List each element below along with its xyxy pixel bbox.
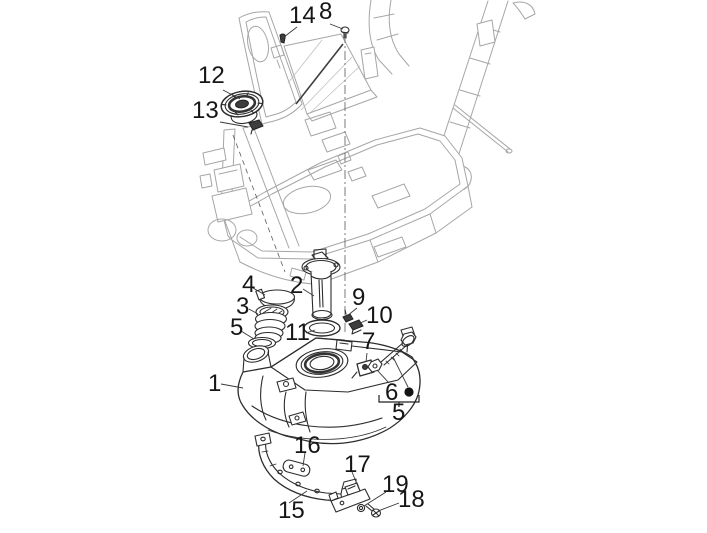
part-label-8: 8 [319,0,333,25]
part-19-washer [357,504,364,511]
part-label-12: 12 [198,62,225,89]
frame-shield-panel [239,12,302,124]
part-8-screw [341,27,349,38]
scooter-frame-linework [200,0,535,284]
part-2-fuel-sender [302,249,340,320]
leader-lines [220,24,414,511]
part-9-clip [343,310,353,322]
part-label-7: 7 [362,328,376,355]
part-bolt-and-nut [368,332,416,372]
part-label-3: 3 [236,293,250,320]
part-label-6: 6 [385,379,399,406]
part-10-clip [349,320,363,334]
frame-corner-arc [513,2,535,19]
part-17-bracket [329,483,370,512]
frame-headtube-cluster [200,126,299,248]
group-5-bracket [379,395,419,407]
construction-lines [233,34,345,332]
part-label-13: 13 [192,97,219,124]
part-label-18: 18 [398,486,425,513]
part-14-rivet-pin [280,34,285,43]
part-label-11: 11 [285,319,310,346]
part-label-1: 1 [208,370,222,397]
part-label-5-upper: 5 [230,314,244,341]
part-label-16: 16 [294,432,321,459]
part-label-14: 14 [289,2,316,29]
part-12-fuel-cap [219,88,266,127]
frame-left-rail [361,0,409,79]
part-label-17: 17 [344,451,371,478]
part-11-gasket-ring [304,320,340,336]
part-label-4: 4 [242,271,256,298]
frame-floor-panel [223,128,472,284]
group-bullet-dot [404,387,414,397]
frame-footboard-mat [284,34,377,121]
frame-thin-rod [453,105,512,153]
assembly-dashed-line [233,135,285,272]
frame-mat-supports [305,112,350,152]
part-label-9: 9 [352,284,366,311]
part-16-rubber-pad [282,459,311,478]
part-label-5-lower: 5 [392,399,406,426]
part-13-retainer-clip [249,120,263,134]
part-label-19: 19 [382,471,409,498]
frame-right-rail [437,1,508,168]
part-label-2: 2 [290,272,304,299]
part-label-15: 15 [278,497,305,524]
part-label-10: 10 [366,302,393,329]
